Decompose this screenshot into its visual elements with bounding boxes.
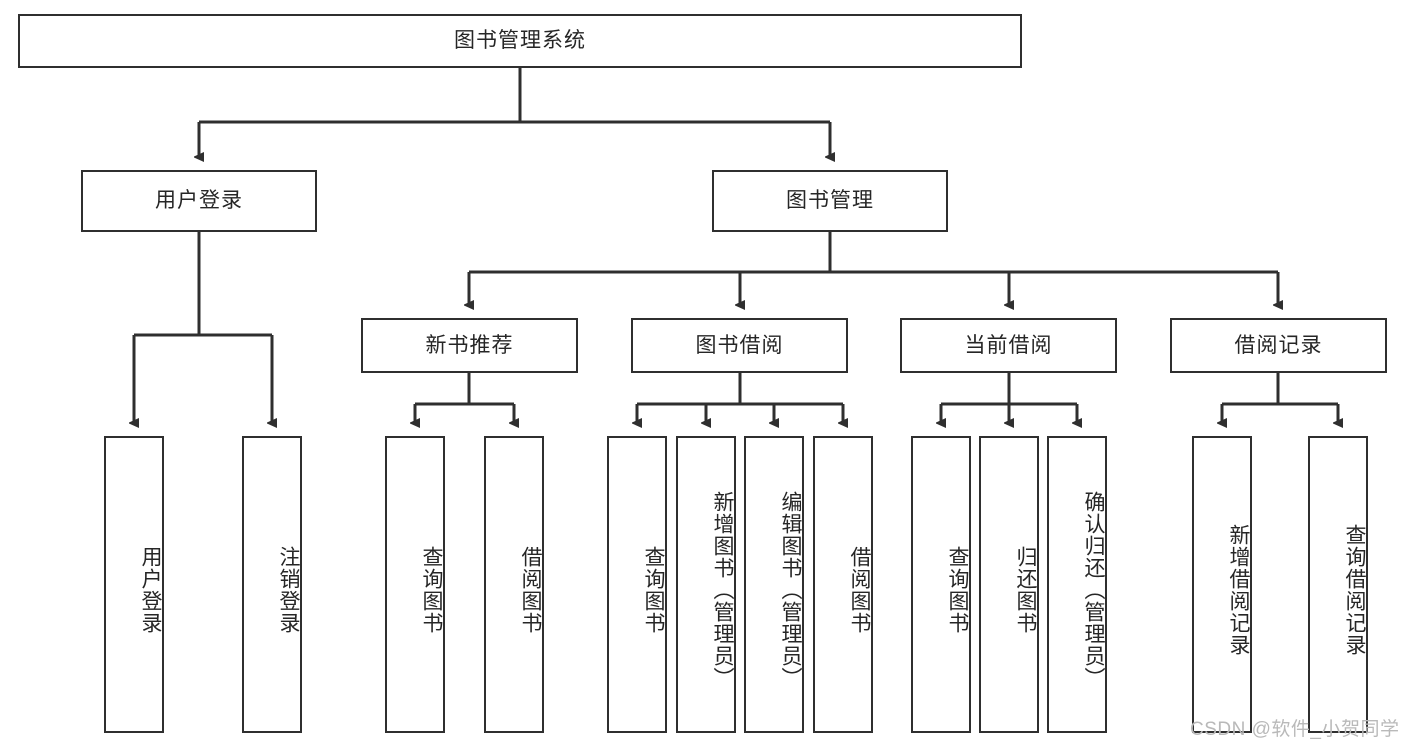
node-label: 确认归还（管理员） bbox=[1082, 490, 1105, 689]
node-user-login[interactable]: 用户登录 bbox=[81, 170, 317, 232]
node-label: 用户登录 bbox=[139, 545, 162, 634]
node-label: 归还图书 bbox=[1014, 545, 1037, 634]
node-new-book-recommend[interactable]: 新书推荐 bbox=[361, 318, 578, 373]
node-current-borrow[interactable]: 当前借阅 bbox=[900, 318, 1117, 373]
node-label: 新增借阅记录 bbox=[1227, 523, 1250, 656]
node-label: 图书借阅 bbox=[695, 333, 784, 357]
node-label: 借阅图书 bbox=[848, 545, 871, 634]
node-leaf-user-login[interactable]: 用户登录 bbox=[104, 436, 164, 733]
node-label: 查询图书 bbox=[420, 545, 443, 634]
node-label: 编辑图书（管理员） bbox=[779, 490, 802, 689]
node-label: 新书推荐 bbox=[425, 333, 514, 357]
node-root-book-management-system[interactable]: 图书管理系统 bbox=[18, 14, 1022, 68]
node-leaf-record-add-record[interactable]: 新增借阅记录 bbox=[1192, 436, 1252, 733]
node-leaf-current-return-book[interactable]: 归还图书 bbox=[979, 436, 1039, 733]
node-leaf-borrow-add-book-admin[interactable]: 新增图书（管理员） bbox=[676, 436, 736, 733]
node-leaf-borrow-edit-book-admin[interactable]: 编辑图书（管理员） bbox=[744, 436, 804, 733]
node-label: 图书管理 bbox=[786, 189, 874, 213]
node-leaf-current-query-book[interactable]: 查询图书 bbox=[911, 436, 971, 733]
node-label: 新增图书（管理员） bbox=[711, 490, 734, 689]
node-label: 借阅记录 bbox=[1234, 333, 1323, 357]
node-label: 借阅图书 bbox=[519, 545, 542, 634]
node-label: 用户登录 bbox=[155, 189, 243, 213]
node-label: 图书管理系统 bbox=[454, 29, 586, 53]
node-label: 查询图书 bbox=[642, 545, 665, 634]
node-leaf-recommend-borrow-book[interactable]: 借阅图书 bbox=[484, 436, 544, 733]
node-leaf-current-confirm-return-admin[interactable]: 确认归还（管理员） bbox=[1047, 436, 1107, 733]
node-leaf-borrow-borrow-book[interactable]: 借阅图书 bbox=[813, 436, 873, 733]
node-borrow-record[interactable]: 借阅记录 bbox=[1170, 318, 1387, 373]
node-leaf-borrow-query-book[interactable]: 查询图书 bbox=[607, 436, 667, 733]
node-label: 当前借阅 bbox=[964, 333, 1053, 357]
node-label: 注销登录 bbox=[277, 545, 300, 634]
node-label: 查询图书 bbox=[946, 545, 969, 634]
node-leaf-user-logout[interactable]: 注销登录 bbox=[242, 436, 302, 733]
node-leaf-record-query-record[interactable]: 查询借阅记录 bbox=[1308, 436, 1368, 733]
csdn-watermark: CSDN @软件_小贺同学 bbox=[1190, 719, 1400, 740]
node-book-management[interactable]: 图书管理 bbox=[712, 170, 948, 232]
node-book-borrow[interactable]: 图书借阅 bbox=[631, 318, 848, 373]
node-label: 查询借阅记录 bbox=[1343, 523, 1366, 656]
node-leaf-recommend-query-book[interactable]: 查询图书 bbox=[385, 436, 445, 733]
